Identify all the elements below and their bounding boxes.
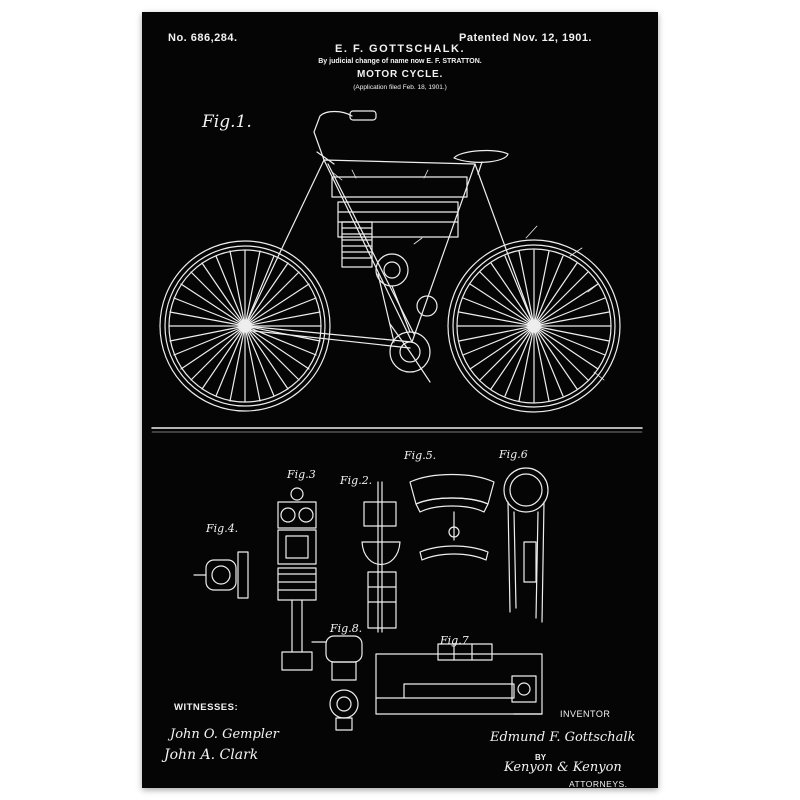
fig4-label: Fig.4. <box>206 522 239 535</box>
fig1-motorcycle <box>152 111 642 432</box>
witness-signature-1: John O. Gempler <box>170 727 279 742</box>
witness-signature-2: John A. Clark <box>164 747 259 763</box>
fig8-clamp <box>312 636 362 730</box>
by-label: BY <box>535 753 547 762</box>
rear-wheel <box>160 241 330 411</box>
fig5-saddle-part <box>410 475 494 561</box>
fig6-fork <box>504 468 548 622</box>
inventor-signature: Edmund F. Gottschalk <box>490 730 636 745</box>
patent-title: MOTOR CYCLE. <box>356 69 444 80</box>
application-note: (Application filed Feb. 18, 1901.) <box>353 84 447 91</box>
fig1-label: Fig.1. <box>202 112 252 132</box>
fig2-assembly <box>362 482 400 632</box>
inventor-name: E. F. GOTTSCHALK. <box>335 43 465 55</box>
motorcycle-frame <box>152 111 642 432</box>
fig2-label: Fig.2. <box>340 474 373 487</box>
fig6-label: Fig.6 <box>499 448 528 461</box>
patent-number: No. 686,284. <box>168 32 238 44</box>
front-wheel <box>448 240 620 412</box>
fig4-pulley <box>194 552 248 598</box>
fig7-wiring <box>376 644 542 714</box>
fig3-cylinder <box>278 488 316 670</box>
fig5-label: Fig.5. <box>404 449 437 462</box>
inventor-label: INVENTOR <box>560 709 611 719</box>
reference-leaders <box>332 170 604 380</box>
patent-date: Patented Nov. 12, 1901. <box>459 32 592 44</box>
judicial-note: By judicial change of name now E. F. STR… <box>318 58 482 65</box>
patent-poster: No. 686,284. Patented Nov. 12, 1901. E. … <box>142 12 658 788</box>
attorney-signature: Kenyon & Kenyon <box>504 760 622 775</box>
fig3-label: Fig.3 <box>287 468 316 481</box>
fig7-label: Fig.7 <box>440 634 469 647</box>
fig8-label: Fig.8. <box>330 622 363 635</box>
patent-drawing <box>142 12 658 788</box>
attorneys-label: ATTORNEYS. <box>569 779 628 788</box>
witnesses-label: WITNESSES: <box>174 702 239 713</box>
